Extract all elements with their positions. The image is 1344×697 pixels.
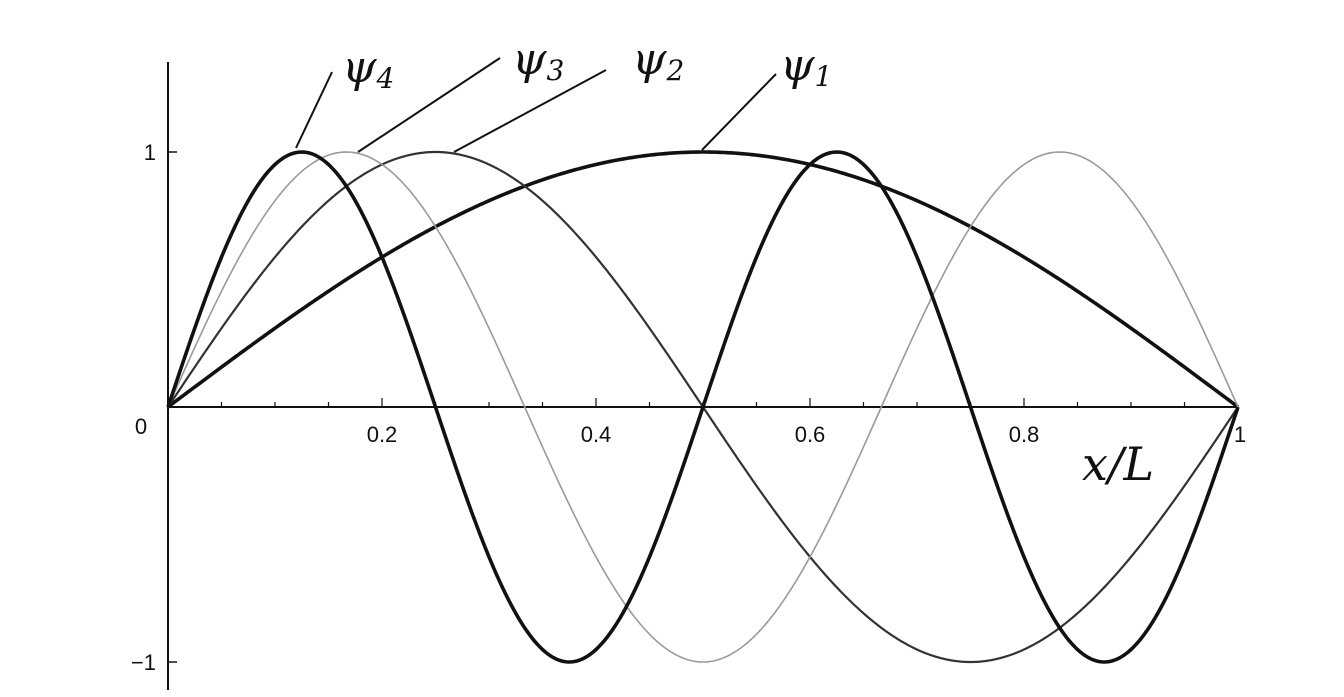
series-group: [166, 150, 1240, 664]
psi-subscript: 2: [666, 54, 685, 87]
series-2-leader: [453, 69, 607, 153]
psi-subscript: 3: [547, 54, 565, 87]
x-tick-label: 0: [135, 414, 147, 439]
psi-symbol: ψ: [632, 34, 667, 85]
x-tick-label: 0.4: [581, 422, 612, 447]
y-ticks: 1 −1: [131, 140, 177, 675]
series-1-line: [166, 150, 1240, 409]
series-3-leader: [357, 57, 501, 153]
x-tick-labels: 0 0.2 0.4 0.6 0.8 1: [135, 414, 1246, 447]
y-tick-label: −1: [131, 650, 156, 675]
x-axis-label: x/L: [1082, 437, 1154, 491]
x-tick-label: 0.2: [367, 422, 398, 447]
axes: 0 0.2 0.4 0.6 0.8 1 1 −1: [131, 62, 1246, 690]
psi-symbol: ψ: [780, 40, 815, 91]
series-4-leader: [295, 71, 333, 149]
psi-subscript: 4: [376, 62, 395, 95]
x-tick-label: 1: [1234, 422, 1246, 447]
series-1-leader: [701, 73, 777, 151]
series-1-label: ψ1: [780, 40, 832, 93]
series-2-label: ψ2: [632, 34, 684, 87]
series-3-label: ψ3: [512, 34, 564, 87]
y-tick-label: 1: [144, 140, 156, 165]
psi-symbol: ψ: [512, 34, 547, 85]
series-4-label: ψ4: [342, 42, 394, 95]
series-3-line: [167, 151, 1239, 663]
psi-subscript: 1: [815, 60, 833, 93]
x-tick-label: 0.6: [795, 422, 826, 447]
x-tick-label: 0.8: [1009, 422, 1040, 447]
series-4-line: [166, 150, 1240, 664]
psi-symbol: ψ: [342, 42, 377, 93]
